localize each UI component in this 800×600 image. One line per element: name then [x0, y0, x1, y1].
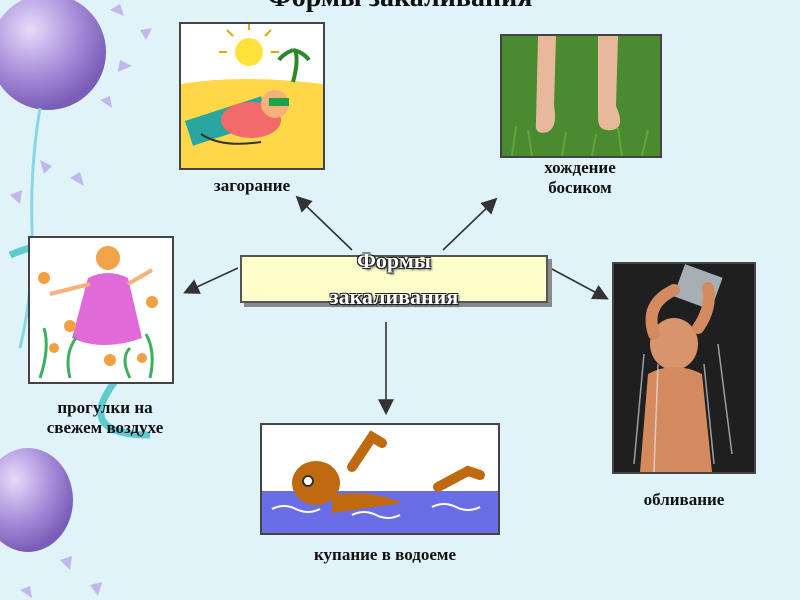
label-barefoot-line-1: хождение	[544, 158, 616, 177]
walks-picture	[28, 236, 174, 384]
confetti	[10, 4, 152, 598]
center-box: Формы закаливания	[240, 248, 548, 309]
barefoot-picture	[500, 34, 662, 158]
center-text: Формы закаливания	[330, 243, 459, 315]
label-dousing: обливание	[643, 490, 725, 509]
label-swimming: купание в водоеме	[313, 545, 456, 564]
balloon-top-left	[0, 0, 106, 349]
sunbathing-picture	[179, 22, 325, 170]
center-line-1: Формы	[357, 248, 431, 273]
arrow-to-sunbathing	[295, 195, 353, 251]
label-walks-line-1: прогулки на	[57, 398, 153, 417]
dousing-illustration	[614, 264, 754, 472]
label-walks: прогулки на свежем воздухе	[20, 398, 190, 438]
label-sunbathing: загорание	[213, 176, 291, 195]
barefoot-illustration	[502, 36, 660, 156]
swimming-picture	[260, 423, 500, 535]
dousing-picture	[612, 262, 756, 474]
slide-title: Формы закаливания	[0, 0, 800, 14]
label-barefoot-line-2: босиком	[548, 178, 612, 197]
center-line-2: закаливания	[329, 284, 459, 309]
arrow-to-dousing	[549, 267, 609, 300]
sunbathing-illustration	[181, 24, 323, 168]
arrow-to-walks	[183, 267, 239, 294]
swimming-illustration	[262, 425, 498, 533]
arrow-to-barefoot	[442, 197, 498, 251]
label-barefoot: хождение босиком	[510, 158, 650, 198]
walks-illustration	[30, 238, 172, 382]
label-walks-line-2: свежем воздухе	[46, 418, 164, 437]
balloon-bottom-left	[0, 448, 73, 552]
